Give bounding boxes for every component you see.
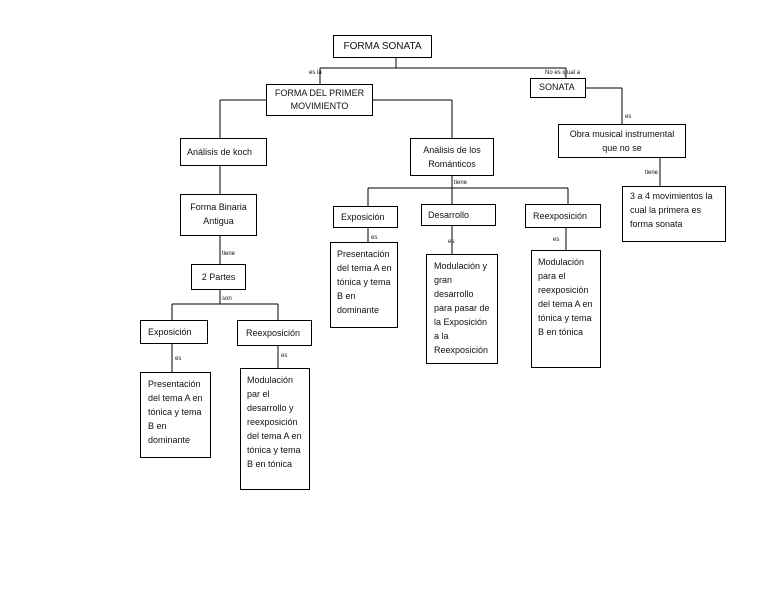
- node-obra-musical: Obra musical instrumental que no se: [558, 124, 686, 158]
- label-es-koch-reexposicion: es: [281, 353, 288, 359]
- label-es-obra: es: [625, 114, 632, 120]
- node-forma-primer-movimiento: FORMA DEL PRIMER MOVIMIENTO: [266, 84, 373, 116]
- label-tiene-partes: tiene: [222, 251, 236, 257]
- node-dos-partes: 2 Partes: [191, 264, 246, 290]
- label-es-rom-exposicion: es: [371, 235, 378, 241]
- node-koch-reexposicion-desc: Modulación par el desarrollo y reexposic…: [240, 368, 310, 490]
- node-sonata: SONATA: [530, 78, 586, 98]
- node-forma-sonata: FORMA SONATA: [333, 35, 432, 58]
- label-es-koch-exposicion: es: [175, 356, 182, 362]
- node-analisis-koch: Análisis de koch: [180, 138, 267, 166]
- label-es-rom-reexposicion: es: [553, 237, 560, 243]
- node-forma-binaria-antigua: Forma Binaria Antigua: [180, 194, 257, 236]
- node-rom-desarrollo-desc: Modulación y gran desarrollo para pasar …: [426, 254, 498, 364]
- label-son: son: [222, 296, 232, 302]
- label-tiene-mov: tiene: [645, 170, 659, 176]
- node-koch-exposicion-desc: Presentación del tema A en tónica y tema…: [140, 372, 211, 458]
- node-koch-exposicion: Exposición: [140, 320, 208, 344]
- node-rom-reexposicion: Reexposición: [525, 204, 601, 228]
- label-no-es-igual-a: No es igual a: [545, 70, 581, 76]
- node-rom-exposicion: Exposición: [333, 206, 398, 228]
- node-koch-reexposicion: Reexposición: [237, 320, 312, 346]
- label-es-la: es la: [309, 70, 322, 76]
- node-rom-reexposicion-desc: Modulación para el reexposición del tema…: [531, 250, 601, 368]
- label-es-rom-desarrollo: es: [448, 239, 455, 245]
- node-rom-exposicion-desc: Presentación del tema A en tónica y tema…: [330, 242, 398, 328]
- node-tres-cuatro-movimientos: 3 a 4 movimientos la cual la primera es …: [622, 186, 726, 242]
- node-rom-desarrollo: Desarrollo: [421, 204, 496, 226]
- node-analisis-romanticos: Análisis de los Románticos: [410, 138, 494, 176]
- label-tiene-romanticos: tiene: [454, 180, 468, 186]
